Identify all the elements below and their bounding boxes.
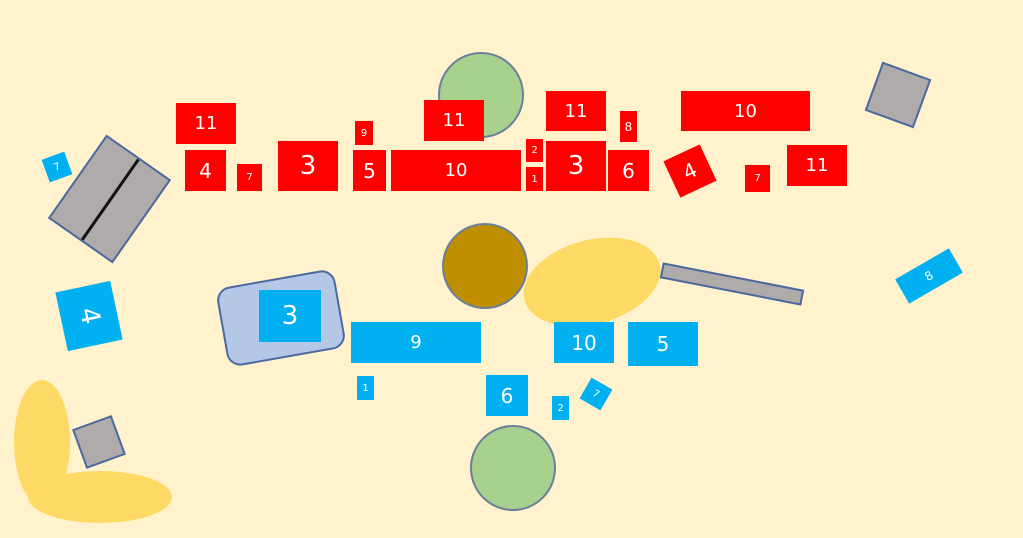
box-label: 2 [531, 145, 538, 156]
box-label: 11 [194, 113, 218, 134]
box-label: 10 [444, 160, 468, 181]
blue-box-rotated: 7 [579, 377, 613, 411]
box-label: 1 [531, 173, 538, 185]
red-box: 11 [424, 100, 484, 141]
box-label: 5 [363, 158, 376, 183]
box-label: 9 [360, 127, 368, 139]
yellow-ellipse-horizontal [28, 471, 172, 523]
blue-box-rotated: 8 [895, 248, 963, 304]
blue-box-rotated: 7 [41, 151, 73, 183]
red-box: 7 [745, 165, 770, 192]
gray-square-top-right [864, 61, 932, 129]
box-label: 7 [52, 160, 62, 174]
box-label: 6 [500, 383, 514, 408]
box-label: 11 [564, 100, 588, 122]
box-label: 7 [590, 387, 602, 401]
blue-box: 10 [554, 322, 614, 363]
box-label: 1 [362, 382, 369, 394]
blue-box-rotated: 4 [55, 280, 123, 352]
box-label: 8 [624, 119, 633, 134]
blue-box: 3 [259, 290, 321, 342]
red-box: 4 [185, 150, 226, 191]
red-box: 5 [353, 150, 386, 191]
red-box: 3 [546, 141, 606, 191]
box-label: 7 [754, 173, 761, 184]
blue-box: 9 [351, 322, 481, 363]
box-label: 5 [656, 332, 670, 356]
gray-split-rect [47, 134, 172, 264]
box-label: 10 [571, 330, 597, 355]
brown-circle [442, 223, 528, 309]
box-label: 4 [679, 157, 701, 185]
box-label: 6 [622, 158, 635, 183]
box-label: 4 [199, 158, 212, 183]
red-box: 11 [546, 91, 606, 131]
red-box: 11 [176, 103, 236, 144]
blue-box: 5 [628, 322, 698, 366]
box-label: 11 [442, 110, 466, 131]
red-box: 6 [608, 150, 649, 191]
red-box: 9 [355, 121, 373, 145]
red-box: 11 [787, 145, 847, 186]
red-box: 8 [620, 111, 637, 142]
box-label: 8 [922, 268, 936, 284]
green-circle-bottom [470, 425, 556, 511]
box-label: 9 [410, 332, 422, 353]
divider-line [80, 158, 140, 241]
red-box: 1 [526, 167, 543, 191]
box-label: 3 [299, 151, 317, 181]
box-label: 2 [557, 402, 564, 414]
box-label: 11 [805, 155, 829, 176]
box-label: 3 [281, 301, 299, 331]
box-label: 3 [567, 151, 585, 181]
red-box: 10 [391, 150, 521, 191]
box-label: 10 [734, 100, 757, 122]
blue-box: 2 [552, 396, 569, 420]
blue-box: 1 [357, 376, 374, 400]
red-box-rotated: 4 [663, 144, 717, 198]
box-label: 7 [246, 172, 253, 183]
red-box: 7 [237, 164, 262, 191]
blue-box: 6 [486, 375, 528, 416]
red-box: 2 [526, 139, 543, 162]
gray-bar [659, 262, 805, 306]
box-label: 4 [72, 304, 106, 328]
red-box: 3 [278, 141, 338, 191]
gray-square-bottom-left [72, 415, 126, 469]
red-box: 10 [681, 91, 810, 131]
